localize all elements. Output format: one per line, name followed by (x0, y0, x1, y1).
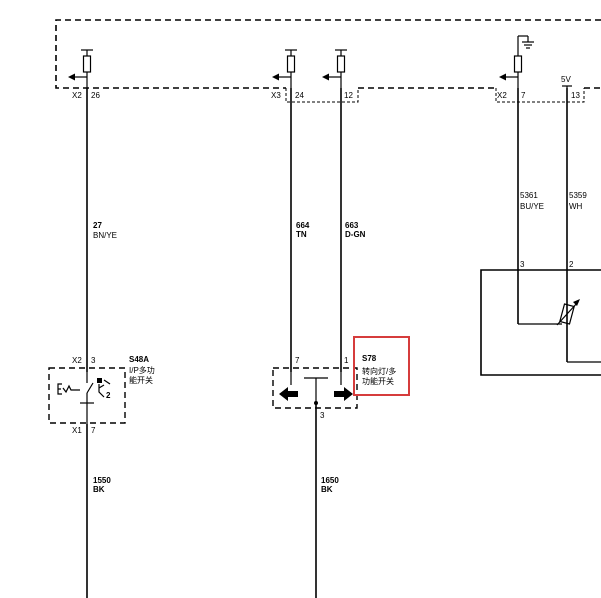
s78-pin-left: 7 (295, 356, 300, 365)
wire-664-color: TN (296, 230, 307, 239)
connector-13-pin: 13 (571, 91, 580, 100)
left-arrow-icon (279, 387, 298, 401)
s48a-code: S48A (129, 355, 149, 364)
connector-x2-7-pin: 7 (521, 91, 526, 100)
s48a-desc-line1: I/P多功 (129, 365, 155, 375)
module-terminal-ground (499, 35, 534, 88)
connector-x3-24-pin: 24 (295, 91, 304, 100)
connector-labels: X2 26 X3 24 12 X2 7 13 (72, 91, 580, 100)
module-terminal-3 (322, 49, 347, 88)
s78-desc-line1: 转向灯/多 (362, 366, 396, 376)
right-arrow-icon (334, 387, 353, 401)
s48a-bottom-conn: X1 (72, 426, 82, 435)
wire-27-id: 27 (93, 221, 102, 230)
wire-5359-color: WH (569, 202, 583, 211)
module-terminal-5v: 5V (561, 75, 572, 88)
wires (86, 88, 568, 598)
s48a-desc-line2: 能开关 (129, 375, 153, 385)
connector-x2-26-pin: 26 (91, 91, 100, 100)
module-terminal-1 (68, 49, 93, 88)
wire-27-color: BN/YE (93, 231, 117, 240)
wire-664-id: 664 (296, 221, 310, 230)
supply-5v-label: 5V (561, 75, 571, 84)
wire-1550-color: BK (93, 485, 105, 494)
wire-1650-id: 1650 (321, 476, 339, 485)
s78-pin-right: 1 (344, 356, 349, 365)
switch-s78: 7 1 3 S78 转向灯/多 功能开关 (272, 354, 396, 420)
switch-s48a: X2 3 X1 7 S48A I/P多功 能开关 2 (48, 355, 155, 435)
component-right-pin2: 2 (569, 260, 574, 269)
s78-desc-line2: 功能开关 (362, 376, 394, 386)
s48a-top-conn: X2 (72, 356, 82, 365)
wire-5359-id: 5359 (569, 191, 587, 200)
person-icon (97, 378, 111, 398)
component-right-pin3: 3 (520, 260, 525, 269)
connector-x3-24-conn: X3 (271, 91, 281, 100)
s78-pin-bottom: 3 (320, 411, 325, 420)
s48a-top-pin: 3 (91, 356, 96, 365)
wire-663-id: 663 (345, 221, 359, 230)
wire-labels: 27 BN/YE 664 TN 663 D-GN 5361 BU/YE 5359… (93, 191, 587, 494)
wire-1550-id: 1550 (93, 476, 111, 485)
module-outline (55, 19, 601, 103)
s48a-pos-label: 2 (106, 391, 111, 400)
wire-5361-color: BU/YE (520, 202, 544, 211)
connector-x2-26-conn: X2 (72, 91, 82, 100)
module-terminal-2 (272, 49, 297, 88)
component-right: 3 2 (480, 260, 601, 376)
wire-1650-color: BK (321, 485, 333, 494)
wire-663-color: D-GN (345, 230, 366, 239)
s78-code: S78 (362, 354, 377, 363)
highlight-box (353, 336, 410, 396)
connector-12-pin: 12 (344, 91, 353, 100)
wire-5361-id: 5361 (520, 191, 538, 200)
connector-x2-7-conn: X2 (497, 91, 507, 100)
s48a-bottom-pin: 7 (91, 426, 96, 435)
